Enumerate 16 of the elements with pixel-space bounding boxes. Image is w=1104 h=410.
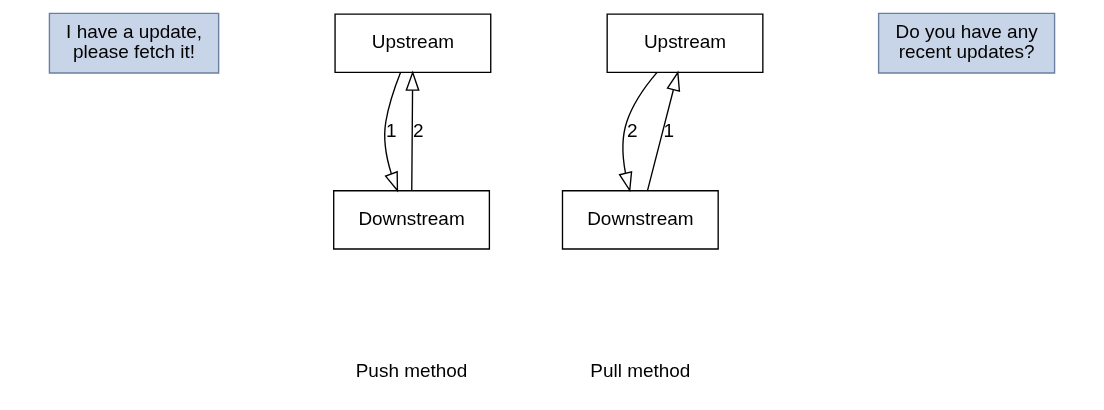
arrow: [646, 70, 681, 192]
node-box: Upstream: [334, 13, 492, 73]
node-box: Upstream: [606, 13, 764, 73]
arrow: [618, 71, 658, 193]
node-box: Downstream: [333, 190, 491, 250]
node-box: Downstream: [561, 190, 719, 250]
edge-label: 1: [385, 119, 397, 141]
arrow: [384, 71, 402, 193]
label: Pull method: [590, 360, 691, 382]
node-box: Do you have any recent updates?: [877, 12, 1056, 74]
node-box: I have a update, please fetch it!: [48, 12, 220, 74]
label: Push method: [355, 360, 468, 382]
edge-label: 2: [626, 119, 638, 141]
edge-label: 2: [413, 119, 424, 141]
edge-label: 1: [663, 119, 675, 141]
arrow: [405, 70, 420, 192]
